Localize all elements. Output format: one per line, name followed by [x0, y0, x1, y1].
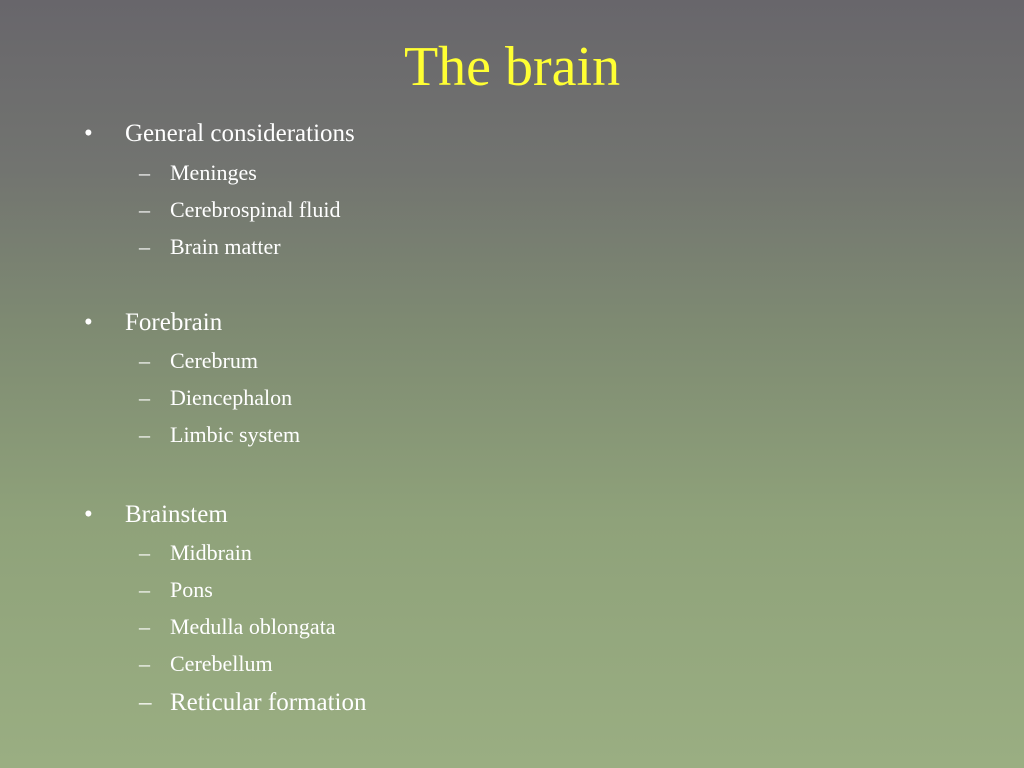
bullet-forebrain: • Forebrain: [84, 308, 222, 338]
bullet-text: Forebrain: [125, 309, 223, 336]
bullet-mark: •: [84, 120, 93, 147]
dash-mark: –: [139, 689, 152, 716]
dash-mark: –: [139, 651, 150, 676]
sub-item-meninges: –Meninges: [139, 160, 257, 186]
dash-mark: –: [139, 540, 150, 565]
dash-mark: –: [139, 422, 150, 447]
sub-item-text: Medulla oblongata: [170, 614, 336, 639]
sub-item-cerebrospinal-fluid: –Cerebrospinal fluid: [139, 197, 340, 223]
sub-item-text: Brain matter: [170, 234, 281, 259]
sub-item-text: Limbic system: [170, 422, 301, 447]
bullet-mark: •: [84, 501, 93, 528]
sub-item-text: Pons: [170, 577, 213, 602]
sub-item-text: Diencephalon: [170, 385, 293, 410]
bullet-brainstem: • Brainstem: [84, 500, 228, 530]
sub-item-pons: –Pons: [139, 577, 213, 603]
bullet-general-considerations: • General considerations: [84, 119, 355, 149]
sub-item-limbic-system: –Limbic system: [139, 422, 300, 448]
dash-mark: –: [139, 197, 150, 222]
dash-mark: –: [139, 160, 150, 185]
sub-item-cerebellum: –Cerebellum: [139, 651, 273, 677]
dash-mark: –: [139, 577, 150, 602]
sub-item-cerebrum: –Cerebrum: [139, 348, 258, 374]
slide-title: The brain: [403, 36, 621, 98]
dash-mark: –: [139, 614, 150, 639]
sub-item-text: Midbrain: [170, 540, 252, 565]
sub-item-text: Cerebrospinal fluid: [170, 197, 341, 222]
dash-mark: –: [139, 348, 150, 373]
sub-item-text: Meninges: [170, 160, 257, 185]
dash-mark: –: [139, 234, 150, 259]
sub-item-text: Cerebrum: [170, 348, 258, 373]
bullet-text: Brainstem: [125, 501, 228, 528]
bullet-mark: •: [84, 309, 93, 336]
dash-mark: –: [139, 385, 150, 410]
bullet-text: General considerations: [125, 120, 355, 147]
sub-item-reticular-formation: –Reticular formation: [139, 688, 366, 718]
sub-item-brain-matter: –Brain matter: [139, 234, 281, 260]
sub-item-diencephalon: –Diencephalon: [139, 385, 292, 411]
sub-item-medulla-oblongata: –Medulla oblongata: [139, 614, 336, 640]
sub-item-text: Reticular formation: [170, 689, 367, 716]
sub-item-midbrain: –Midbrain: [139, 540, 252, 566]
sub-item-text: Cerebellum: [170, 651, 273, 676]
